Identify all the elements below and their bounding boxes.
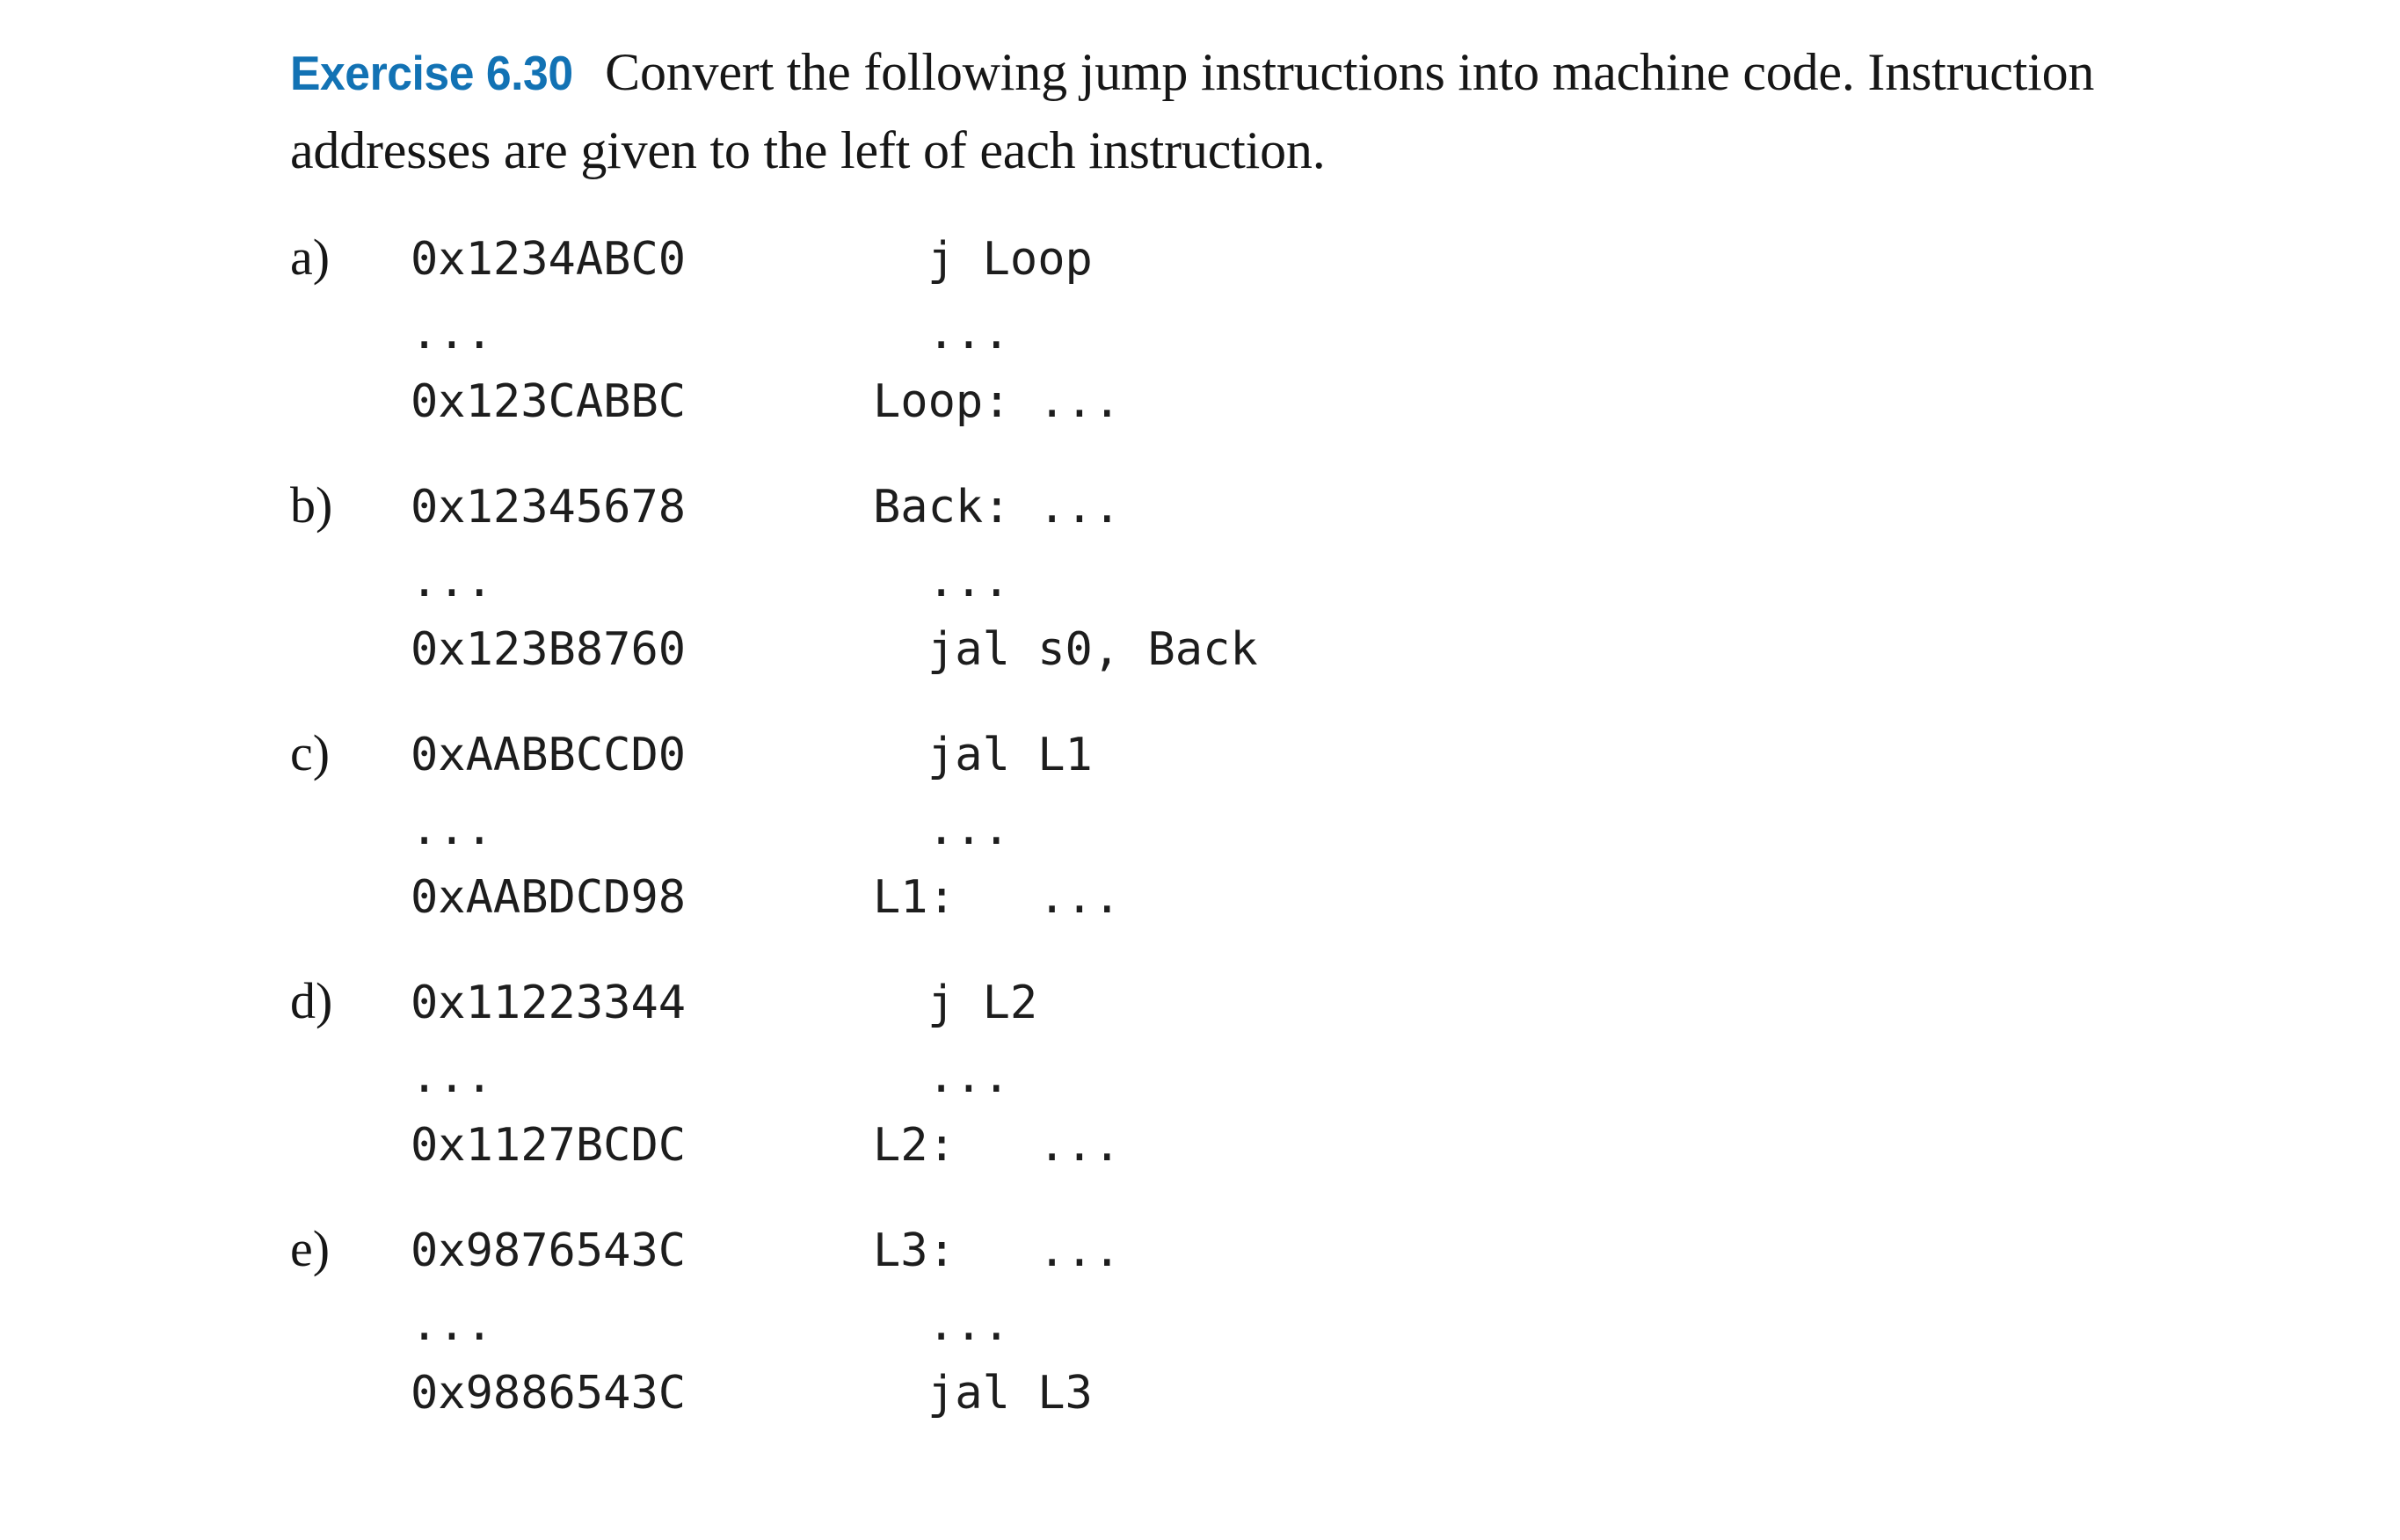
exercise-number-label: Exercise 6.30 — [290, 46, 573, 100]
code-line: ... ... — [290, 794, 2224, 862]
instruction-label: Back: — [873, 481, 1011, 534]
instruction-address: 0x12345678 — [411, 481, 687, 534]
instruction-address-ellipsis: ... — [411, 1050, 493, 1103]
code-line: 0x123CABBC Loop: ... — [290, 367, 2224, 435]
exercise-part-d: d) 0x11223344 j L2 ... ... 0x1127BCDC L2… — [290, 968, 2224, 1179]
instruction-label: L1: — [873, 871, 956, 924]
instruction-label: L3: — [873, 1224, 956, 1277]
code-line: ... ... — [290, 298, 2224, 367]
instruction-text-ellipsis: ... — [927, 555, 1010, 607]
instruction-text-ellipsis: ... — [927, 803, 1010, 855]
instruction-address: 0xAABDCD98 — [411, 871, 687, 924]
instruction-address: 0x11223344 — [411, 977, 687, 1029]
instruction-text-ellipsis: ... — [1038, 481, 1121, 534]
instruction-address-ellipsis: ... — [411, 555, 493, 607]
exercise-part-a: a) 0x1234ABC0 j Loop ... ... 0x123CABBC … — [290, 224, 2224, 435]
code-line: b) 0x12345678 Back: ... — [290, 472, 2224, 546]
exercise-part-b: b) 0x12345678 Back: ... ... ... 0x123B87… — [290, 472, 2224, 683]
code-line: 0x9886543C jal L3 — [290, 1358, 2224, 1427]
instruction-text: j L2 — [927, 977, 1038, 1029]
code-line: d) 0x11223344 j L2 — [290, 968, 2224, 1042]
exercise-prompt-text: Convert the following jump instructions … — [290, 43, 2095, 179]
instruction-text-ellipsis: ... — [927, 307, 1010, 360]
exercise-part-c: c) 0xAABBCCD0 jal L1 ... ... 0xAABDCD98 … — [290, 720, 2224, 931]
code-listing: a) 0x1234ABC0 j Loop ... ... 0x123CABBC … — [290, 224, 2224, 1427]
instruction-text: j Loop — [927, 233, 1093, 286]
instruction-address-ellipsis: ... — [411, 307, 493, 360]
part-letter-e: e) — [290, 1220, 331, 1277]
code-line: ... ... — [290, 546, 2224, 614]
instruction-text-ellipsis: ... — [927, 1298, 1010, 1351]
instruction-text: jal L1 — [927, 729, 1093, 781]
instruction-address: 0x9876543C — [411, 1224, 687, 1277]
instruction-address: 0xAABBCCD0 — [411, 729, 687, 781]
instruction-address-ellipsis: ... — [411, 803, 493, 855]
part-letter-a: a) — [290, 229, 331, 286]
instruction-address-ellipsis: ... — [411, 1298, 493, 1351]
instruction-address: 0x1127BCDC — [411, 1119, 687, 1172]
part-letter-c: c) — [290, 724, 331, 781]
exercise-part-e: e) 0x9876543C L3: ... ... ... 0x9886543C… — [290, 1216, 2224, 1427]
code-line: ... ... — [290, 1042, 2224, 1110]
part-letter-b: b) — [290, 476, 333, 534]
instruction-text-ellipsis: ... — [1038, 871, 1121, 924]
code-line: 0x123B8760 jal s0, Back — [290, 614, 2224, 683]
instruction-text: jal s0, Back — [927, 623, 1258, 676]
instruction-label: Loop: — [873, 375, 1011, 428]
part-letter-d: d) — [290, 972, 333, 1029]
instruction-text-ellipsis: ... — [1038, 375, 1121, 428]
code-line: 0xAABDCD98 L1: ... — [290, 862, 2224, 931]
instruction-address: 0x123B8760 — [411, 623, 687, 676]
code-line: 0x1127BCDC L2: ... — [290, 1110, 2224, 1179]
instruction-text-ellipsis: ... — [1038, 1119, 1121, 1172]
instruction-text-ellipsis: ... — [927, 1050, 1010, 1103]
code-line: a) 0x1234ABC0 j Loop — [290, 224, 2224, 298]
instruction-address: 0x123CABBC — [411, 375, 687, 428]
instruction-address: 0x1234ABC0 — [411, 233, 687, 286]
instruction-label: L2: — [873, 1119, 956, 1172]
code-line: ... ... — [290, 1289, 2224, 1358]
code-line: e) 0x9876543C L3: ... — [290, 1216, 2224, 1289]
instruction-text: jal L3 — [927, 1367, 1093, 1420]
instruction-address: 0x9886543C — [411, 1367, 687, 1420]
code-line: c) 0xAABBCCD0 jal L1 — [290, 720, 2224, 794]
instruction-text-ellipsis: ... — [1038, 1224, 1121, 1277]
